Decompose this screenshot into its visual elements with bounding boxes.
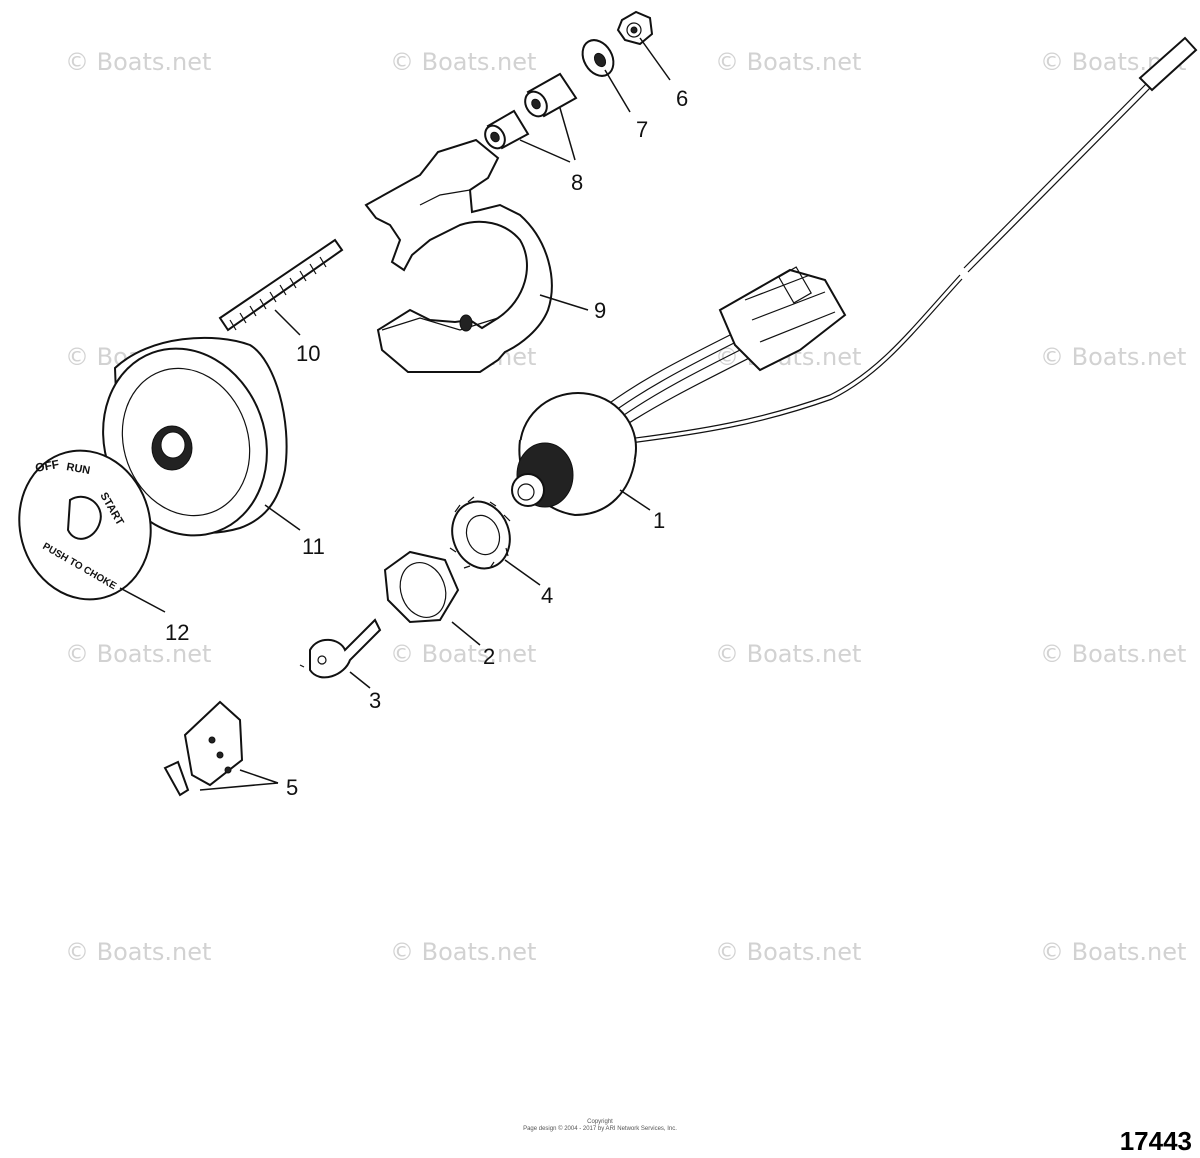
- label-run: RUN: [65, 461, 91, 477]
- part-key[interactable]: [299, 618, 382, 679]
- watermark: © Boats.net: [1040, 343, 1186, 371]
- watermark: © Boats.net: [65, 938, 211, 966]
- part-threaded-stud[interactable]: [218, 238, 344, 332]
- part-bushings[interactable]: [481, 72, 578, 152]
- callout-7: 7: [636, 117, 648, 142]
- callout-4: 4: [541, 583, 553, 608]
- part-ignition-switch[interactable]: [511, 36, 1198, 517]
- watermark: © Boats.net: [1040, 938, 1186, 966]
- watermark: © Boats.net: [715, 48, 861, 76]
- part-label-plate[interactable]: OFF RUN START PUSH TO CHOKE: [3, 436, 167, 615]
- callout-2: 2: [483, 644, 495, 669]
- callout-numbers: 1 2 3 4 5 6 7 8 9 10 11 12: [165, 86, 688, 800]
- leader-lines: [119, 37, 671, 791]
- callout-6: 6: [676, 86, 688, 111]
- copyright-line-2: Page design © 2004 - 2017 by ARI Network…: [523, 1125, 677, 1132]
- watermark: © Boats.net: [65, 640, 211, 668]
- watermark: © Boats.net: [1040, 640, 1186, 668]
- watermark: © Boats.net: [390, 938, 536, 966]
- copyright-line-1: Copyright: [587, 1119, 613, 1125]
- label-off: OFF: [34, 457, 60, 475]
- part-retainer-clips[interactable]: [163, 700, 244, 797]
- callout-9: 9: [594, 298, 606, 323]
- part-bezel-nut[interactable]: [383, 550, 460, 624]
- watermark: © Boats.net: [390, 48, 536, 76]
- part-mounting-bracket[interactable]: [364, 138, 553, 373]
- watermark: © Boats.net: [715, 640, 861, 668]
- callout-8: 8: [571, 170, 583, 195]
- callout-3: 3: [369, 688, 381, 713]
- part-switch-housing[interactable]: [77, 325, 292, 558]
- callout-10: 10: [296, 341, 320, 366]
- part-hex-nut[interactable]: [616, 10, 654, 46]
- footer: Copyright Page design © 2004 - 2017 by A…: [523, 1119, 1192, 1156]
- part-lock-washer[interactable]: [443, 493, 519, 576]
- figure-number: 17443: [1120, 1126, 1192, 1156]
- callout-5: 5: [286, 775, 298, 800]
- watermark: © Boats.net: [65, 48, 211, 76]
- part-washer[interactable]: [576, 35, 619, 82]
- callout-1: 1: [653, 508, 665, 533]
- watermark: © Boats.net: [390, 640, 536, 668]
- callout-12: 12: [165, 620, 189, 645]
- callout-11: 11: [302, 534, 325, 559]
- watermark: © Boats.net: [715, 938, 861, 966]
